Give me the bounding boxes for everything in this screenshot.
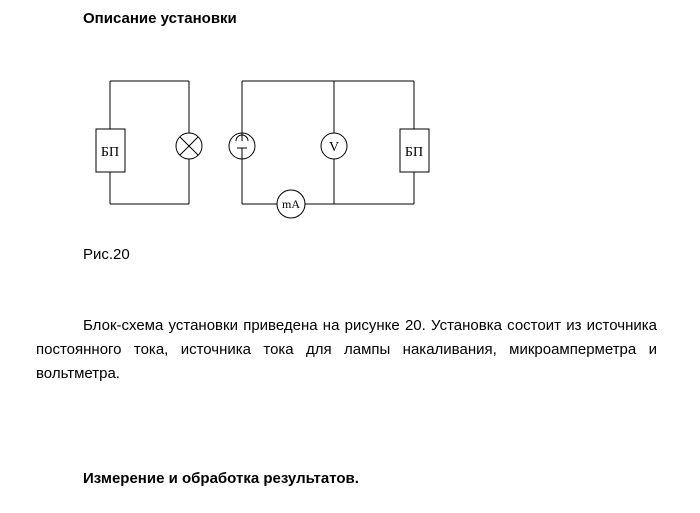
lamp-cross-icon <box>175 132 203 160</box>
voltmeter-icon <box>320 132 348 160</box>
voltmeter-label: V <box>329 140 339 155</box>
section-heading-setup: Описание установки <box>83 10 237 27</box>
left-power-supply-label: БП <box>101 145 119 160</box>
right-power-supply-box <box>399 128 430 173</box>
right-circuit <box>228 80 430 219</box>
left-power-supply-box <box>95 128 126 173</box>
body-paragraph: Блок-схема установки приведена на рисунк… <box>36 317 657 382</box>
milliammeter-label: mA <box>282 197 300 211</box>
circuit-diagram: БП БП V mA <box>95 80 430 219</box>
vacuum-diode-icon <box>228 132 256 160</box>
milliammeter-icon <box>276 189 306 219</box>
left-circuit <box>95 80 203 205</box>
section-heading-measurement: Измерение и обработка результатов. <box>83 470 359 487</box>
figure-caption: Рис.20 <box>83 246 130 263</box>
right-power-supply-label: БП <box>405 145 423 160</box>
